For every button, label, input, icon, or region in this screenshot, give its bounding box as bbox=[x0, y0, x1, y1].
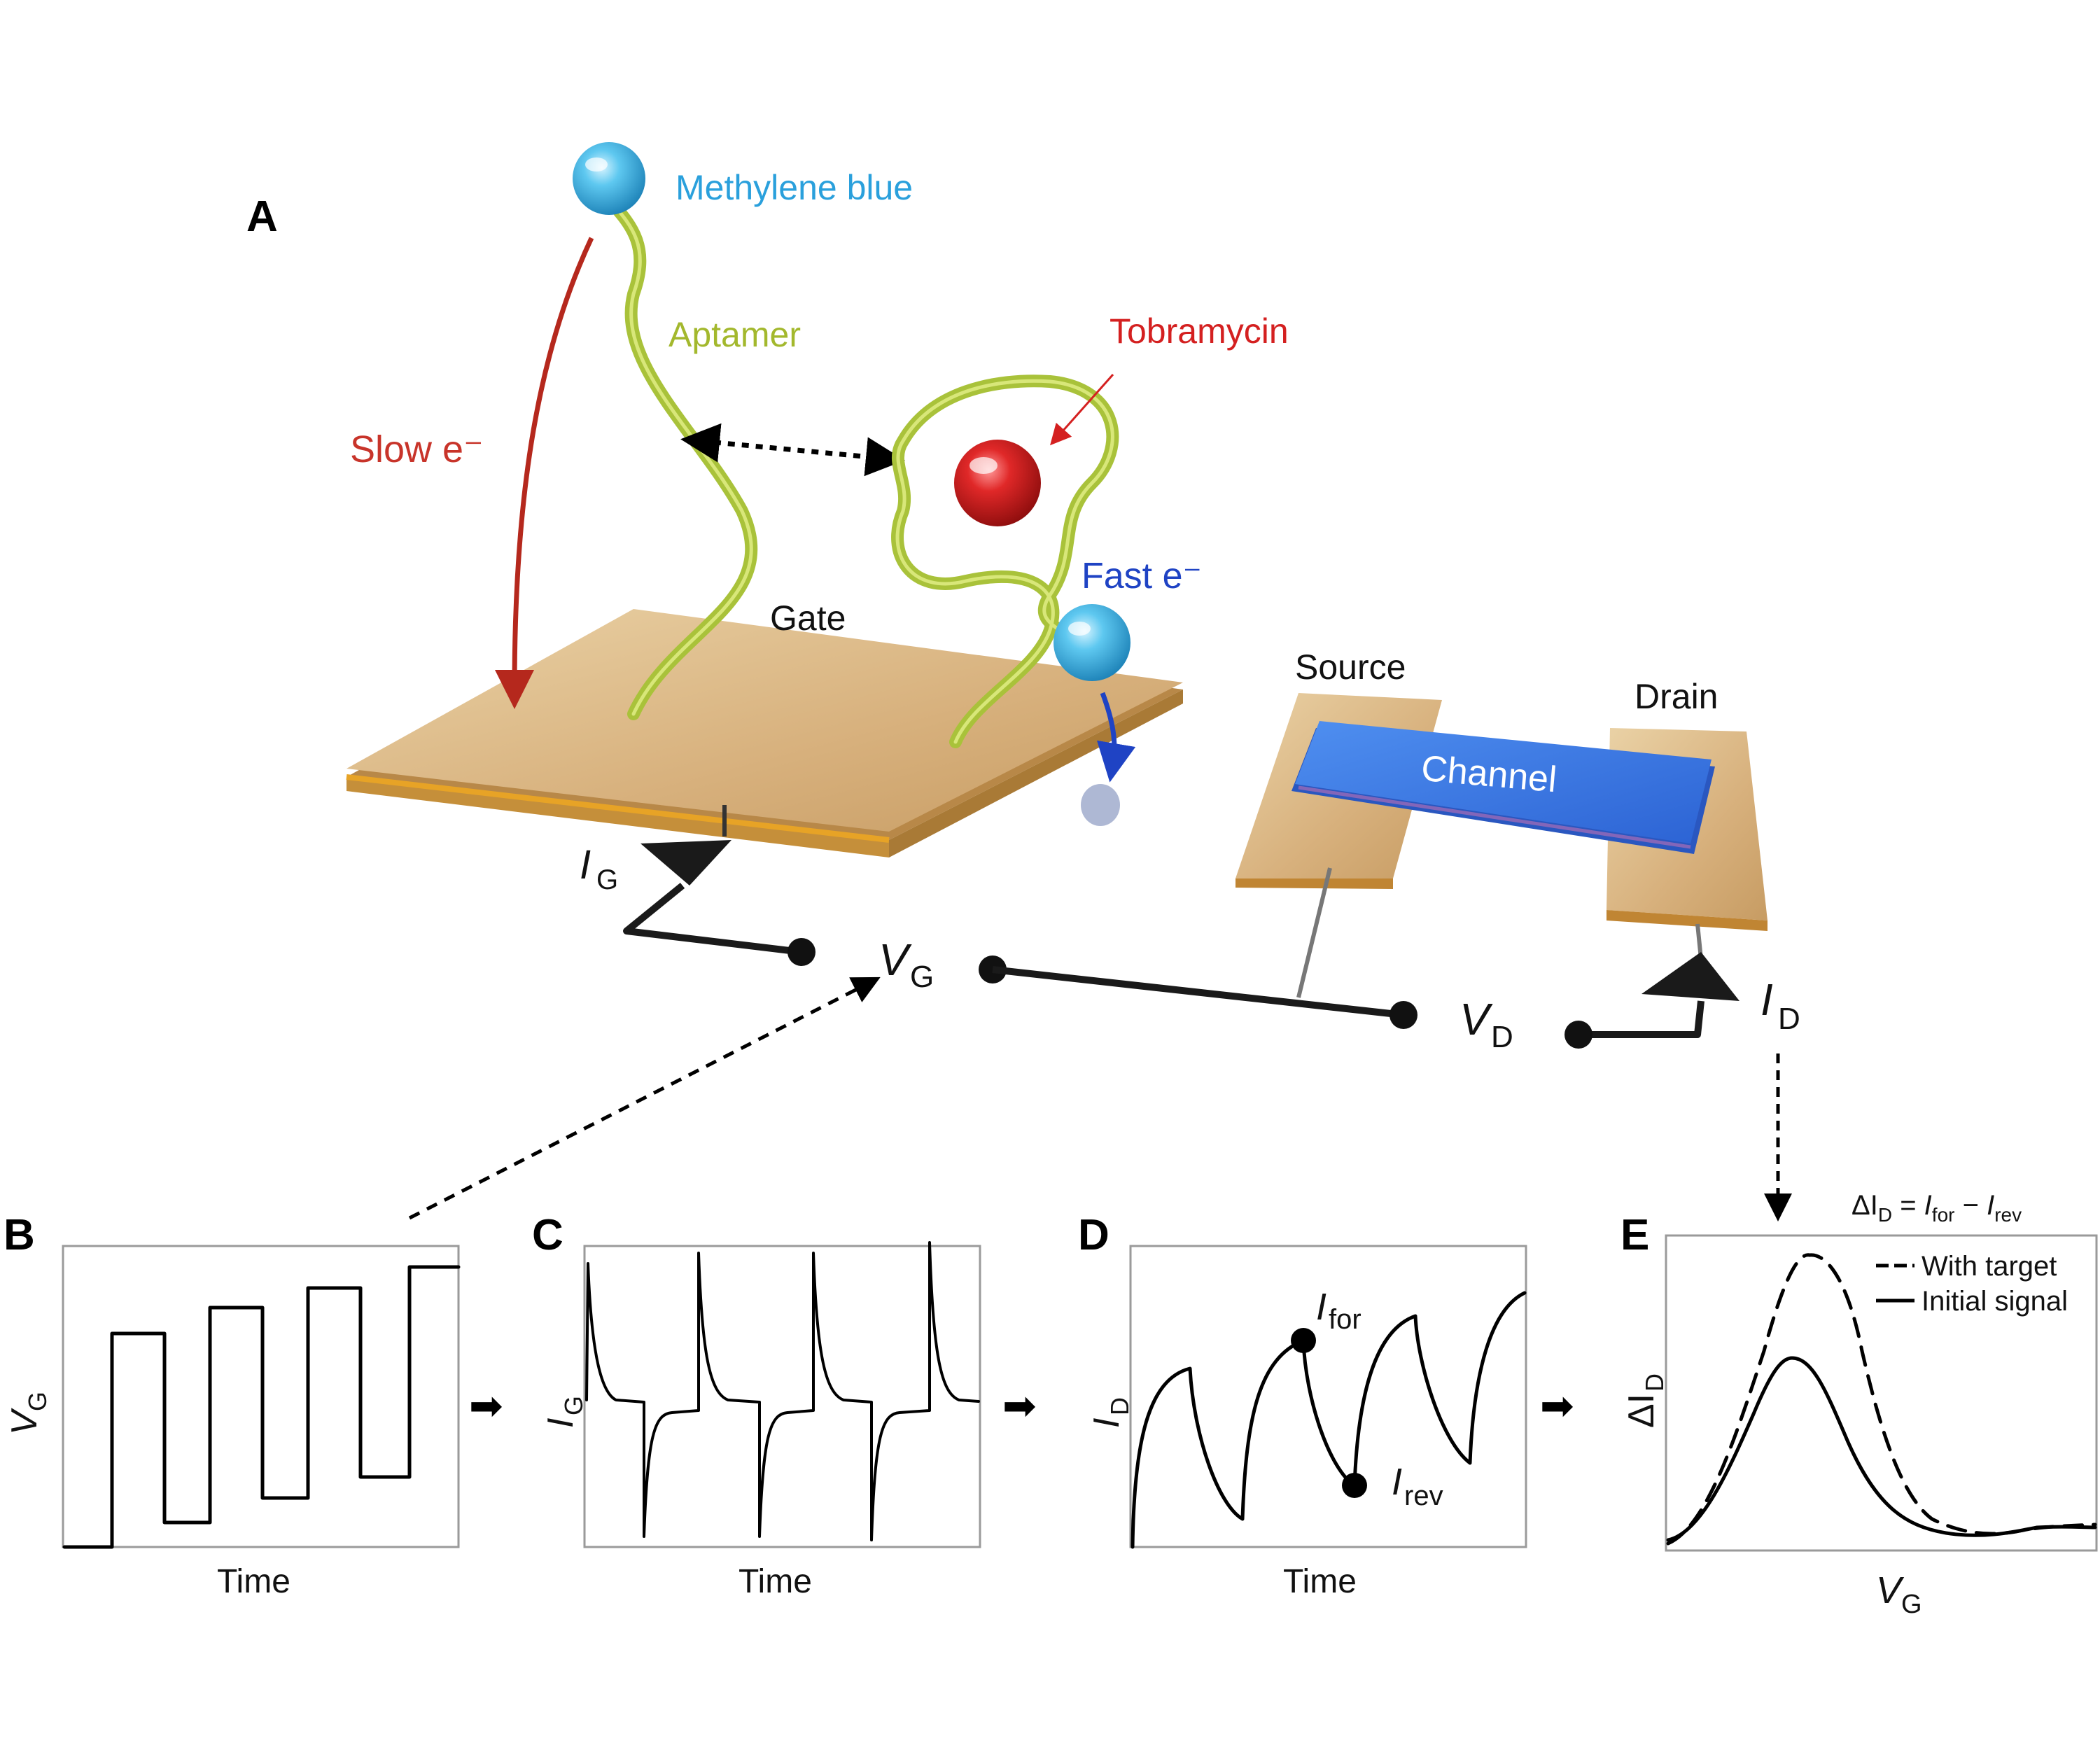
svg-text:D: D bbox=[1778, 1002, 1800, 1036]
panel-d-frame bbox=[1129, 1245, 1527, 1548]
drain-wiring bbox=[1564, 923, 1740, 1049]
flow-arrow-b-c: ➡ bbox=[469, 1383, 503, 1429]
svg-text:D: D bbox=[1640, 1373, 1669, 1392]
tobramycin-pointer bbox=[1050, 374, 1114, 446]
svg-text:I: I bbox=[1392, 1461, 1402, 1503]
ig-label: I G bbox=[580, 842, 618, 895]
panel-a: A Gate Slow e⁻ Methylene blue Aptamer To… bbox=[246, 142, 1800, 1222]
vg-label: V G bbox=[878, 934, 934, 994]
legend-initial-signal-label: Initial signal bbox=[1921, 1286, 2068, 1317]
vd-label: V D bbox=[1460, 994, 1513, 1054]
id-current-trace bbox=[1130, 1291, 1527, 1549]
svg-text:for: for bbox=[1329, 1304, 1362, 1335]
drain-label: Drain bbox=[1634, 677, 1718, 716]
panel-b: B Time V G bbox=[4, 1211, 461, 1600]
gate-label: Gate bbox=[770, 598, 846, 638]
svg-text:V: V bbox=[4, 1408, 45, 1435]
panel-d-xlabel: Time bbox=[1283, 1563, 1357, 1600]
i-rev-marker bbox=[1342, 1473, 1367, 1498]
panel-e-frame bbox=[1665, 1234, 2098, 1552]
svg-text:D: D bbox=[1491, 1020, 1513, 1054]
tobramycin-sphere bbox=[954, 440, 1041, 526]
panel-d: D I for I rev Time I D bbox=[1078, 1211, 1527, 1600]
tobramycin-label: Tobramycin bbox=[1110, 312, 1289, 351]
panel-c-frame bbox=[583, 1245, 981, 1548]
transistor bbox=[1236, 693, 1768, 931]
panel-b-letter: B bbox=[4, 1211, 35, 1259]
svg-text:I: I bbox=[1760, 974, 1773, 1025]
slow-electron-label: Slow e⁻ bbox=[350, 428, 484, 470]
svg-text:G: G bbox=[23, 1392, 52, 1411]
panel-c-letter: C bbox=[532, 1211, 564, 1259]
methylene-blue-label: Methylene blue bbox=[676, 168, 913, 207]
i-for-label: I for bbox=[1316, 1286, 1362, 1335]
with-target-curve bbox=[1666, 1253, 2097, 1546]
svg-text:G: G bbox=[1901, 1590, 1922, 1619]
panel-b-ylabel: V G bbox=[4, 1392, 52, 1435]
flow-arrow-d-e: ➡ bbox=[1540, 1383, 1574, 1429]
gate-wiring bbox=[623, 805, 816, 966]
methylene-blue-sphere-bound bbox=[1054, 604, 1130, 681]
svg-text:I: I bbox=[540, 1418, 581, 1428]
vg-to-panel-b-connector bbox=[408, 976, 881, 1220]
svg-text:I: I bbox=[580, 842, 591, 888]
panel-e-xlabel: V G bbox=[1876, 1569, 1922, 1619]
slow-electron-arrow bbox=[495, 237, 594, 709]
svg-text:D: D bbox=[1105, 1397, 1134, 1415]
panel-d-ylabel: I D bbox=[1086, 1397, 1134, 1428]
svg-text:V: V bbox=[1460, 994, 1493, 1044]
panel-e-letter: E bbox=[1620, 1211, 1649, 1259]
vg-vd-wiring bbox=[979, 867, 1418, 1029]
fast-electron-arrow bbox=[1096, 692, 1136, 783]
svg-text:I: I bbox=[1086, 1418, 1127, 1428]
id-label: I D bbox=[1760, 974, 1800, 1036]
svg-text:I: I bbox=[1316, 1286, 1326, 1328]
svg-text:V: V bbox=[1876, 1569, 1905, 1611]
svg-text:ΔI: ΔI bbox=[1621, 1394, 1662, 1428]
i-rev-label: I rev bbox=[1392, 1461, 1443, 1511]
conformational-change-arrow bbox=[680, 423, 905, 477]
panel-c-ylabel: I G bbox=[540, 1396, 588, 1428]
svg-text:G: G bbox=[596, 864, 618, 895]
methylene-blue-sphere-top bbox=[573, 142, 645, 215]
svg-text:G: G bbox=[559, 1396, 588, 1415]
panel-b-xlabel: Time bbox=[217, 1563, 290, 1600]
source-label: Source bbox=[1295, 648, 1406, 687]
panel-a-letter: A bbox=[246, 192, 278, 241]
fast-electron-label: Fast e⁻ bbox=[1082, 556, 1202, 596]
panel-e: E ΔID = Ifor − Irev With target Initial … bbox=[1620, 1190, 2098, 1619]
svg-text:rev: rev bbox=[1404, 1480, 1443, 1511]
panel-c-xlabel: Time bbox=[738, 1563, 812, 1600]
ig-current-trace bbox=[585, 1241, 980, 1541]
panel-e-ylabel: ΔI D bbox=[1621, 1373, 1669, 1428]
legend-with-target-label: With target bbox=[1921, 1251, 2057, 1282]
i-for-marker bbox=[1291, 1328, 1316, 1353]
svg-text:V: V bbox=[878, 934, 912, 985]
vg-square-wave bbox=[62, 1265, 461, 1549]
panel-c: C Time I G bbox=[532, 1211, 981, 1600]
equation-label: ΔID = Ifor − Irev bbox=[1851, 1190, 2022, 1226]
aptamer-label: Aptamer bbox=[668, 315, 801, 354]
svg-text:ΔID = Ifor − Irev: ΔID = Ifor − Irev bbox=[1851, 1190, 2022, 1226]
channel-bar bbox=[1295, 721, 1712, 844]
initial-signal-curve bbox=[1666, 1356, 2097, 1542]
flow-arrow-c-d: ➡ bbox=[1002, 1383, 1037, 1429]
panel-d-letter: D bbox=[1078, 1211, 1110, 1259]
svg-text:G: G bbox=[910, 960, 934, 994]
gate-electrode bbox=[346, 609, 1183, 858]
